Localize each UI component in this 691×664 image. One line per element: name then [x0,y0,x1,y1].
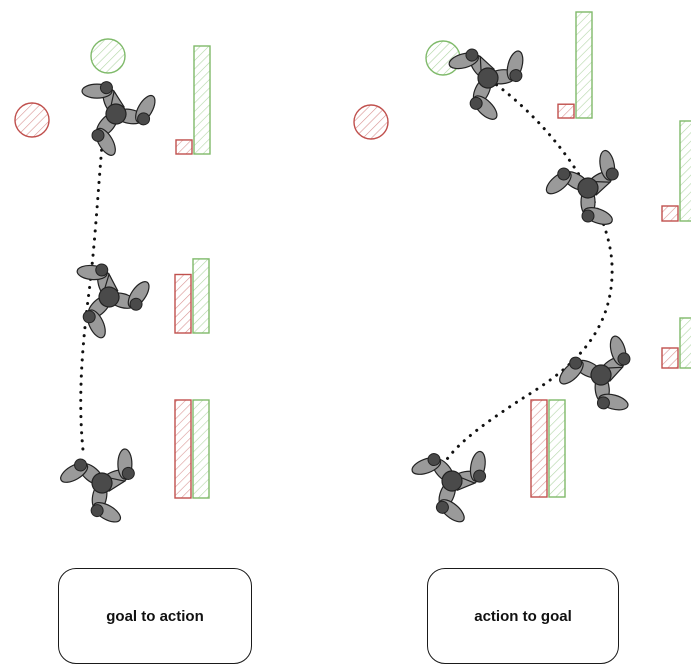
robot-arm [435,480,465,523]
robot-body [477,67,499,89]
bar-pair-left-middle [174,258,210,334]
distractor-circle-right [353,104,389,140]
robot-body [91,472,113,494]
distractor-circle-left [14,102,50,138]
red-bar [661,205,679,222]
caption-goal-to-action: goal to action [58,568,252,664]
bar-pair-right-top [557,11,593,119]
trajectory-left [79,124,106,452]
green-bar [679,317,691,369]
caption-action-to-goal: action to goal [427,568,619,664]
robot-body [577,177,599,199]
robot-right-lower-middle [559,335,631,411]
robot-body [98,286,120,308]
bar-pair-right-lower-middle [661,317,691,369]
green-bar [193,45,211,155]
red-bar [557,103,575,119]
green-bar [575,11,593,119]
red-bar [174,399,192,499]
robot-right-top [448,48,524,120]
bar-pair-right-bottom [530,399,566,498]
bar-pair-left-bottom [174,399,210,499]
caption-action-to-goal-text: action to goal [474,607,572,625]
caption-goal-to-action-text: goal to action [106,607,204,625]
robot-body [441,470,463,492]
green-bar [548,399,566,498]
robot-right-upper-middle [545,149,619,225]
green-bar [192,399,210,499]
bar-pair-left-top [175,45,211,155]
bar-pair-right-upper-middle [661,120,691,222]
robot-body [590,364,612,386]
red-bar [530,399,548,498]
green-bar [679,120,691,222]
red-bar [174,273,192,334]
red-bar [661,347,679,369]
robot-left-top [81,81,156,156]
robot-right-bottom [411,450,487,523]
robot-left-bottom [60,448,135,523]
green-bar [192,258,210,334]
goal-circle-left [90,38,126,74]
robot-body [105,103,127,125]
trajectory-right [443,78,614,464]
robot-left-middle [76,263,150,339]
red-bar [175,139,193,155]
